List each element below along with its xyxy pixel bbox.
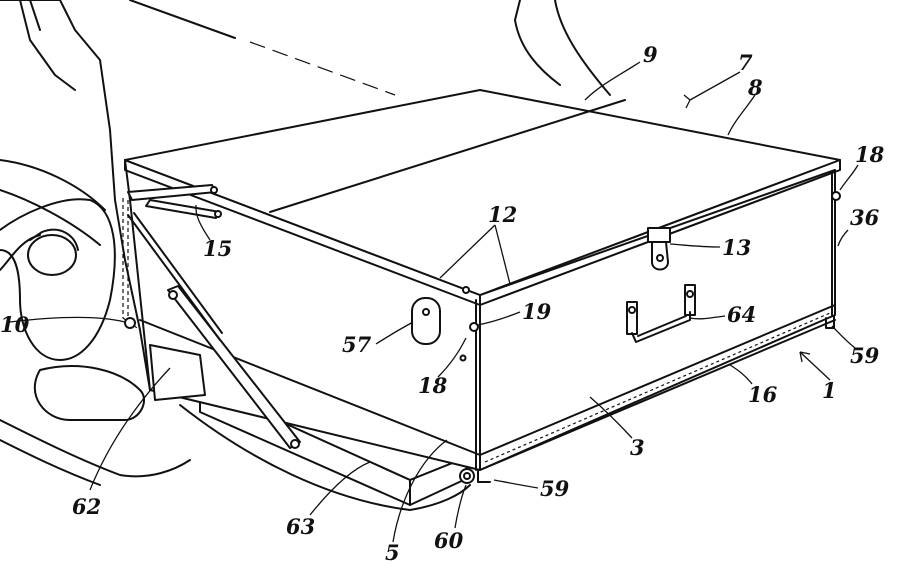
label-59-bottom: 59 — [540, 476, 570, 501]
label-18-top: 18 — [855, 142, 885, 167]
label-63: 63 — [286, 514, 315, 539]
label-15: 15 — [203, 236, 232, 261]
label-1: 1 — [822, 378, 837, 403]
label-36: 36 — [850, 205, 880, 230]
label-9: 9 — [643, 42, 658, 67]
label-60: 60 — [434, 528, 464, 553]
label-57: 57 — [342, 332, 372, 357]
label-12: 12 — [488, 202, 517, 227]
label-13: 13 — [722, 235, 751, 260]
label-16: 16 — [748, 382, 778, 407]
label-18-side: 18 — [418, 373, 448, 398]
label-59-right: 59 — [850, 343, 880, 368]
label-5: 5 — [385, 540, 400, 565]
label-19: 19 — [522, 299, 552, 324]
label-8: 8 — [747, 75, 763, 100]
label-3: 3 — [630, 435, 645, 460]
label-64: 64 — [727, 302, 756, 327]
handle-slot-57 — [412, 298, 440, 344]
label-7: 7 — [738, 50, 753, 75]
label-62: 62 — [72, 494, 101, 519]
label-10: 10 — [0, 312, 30, 337]
latch-13 — [648, 228, 670, 270]
